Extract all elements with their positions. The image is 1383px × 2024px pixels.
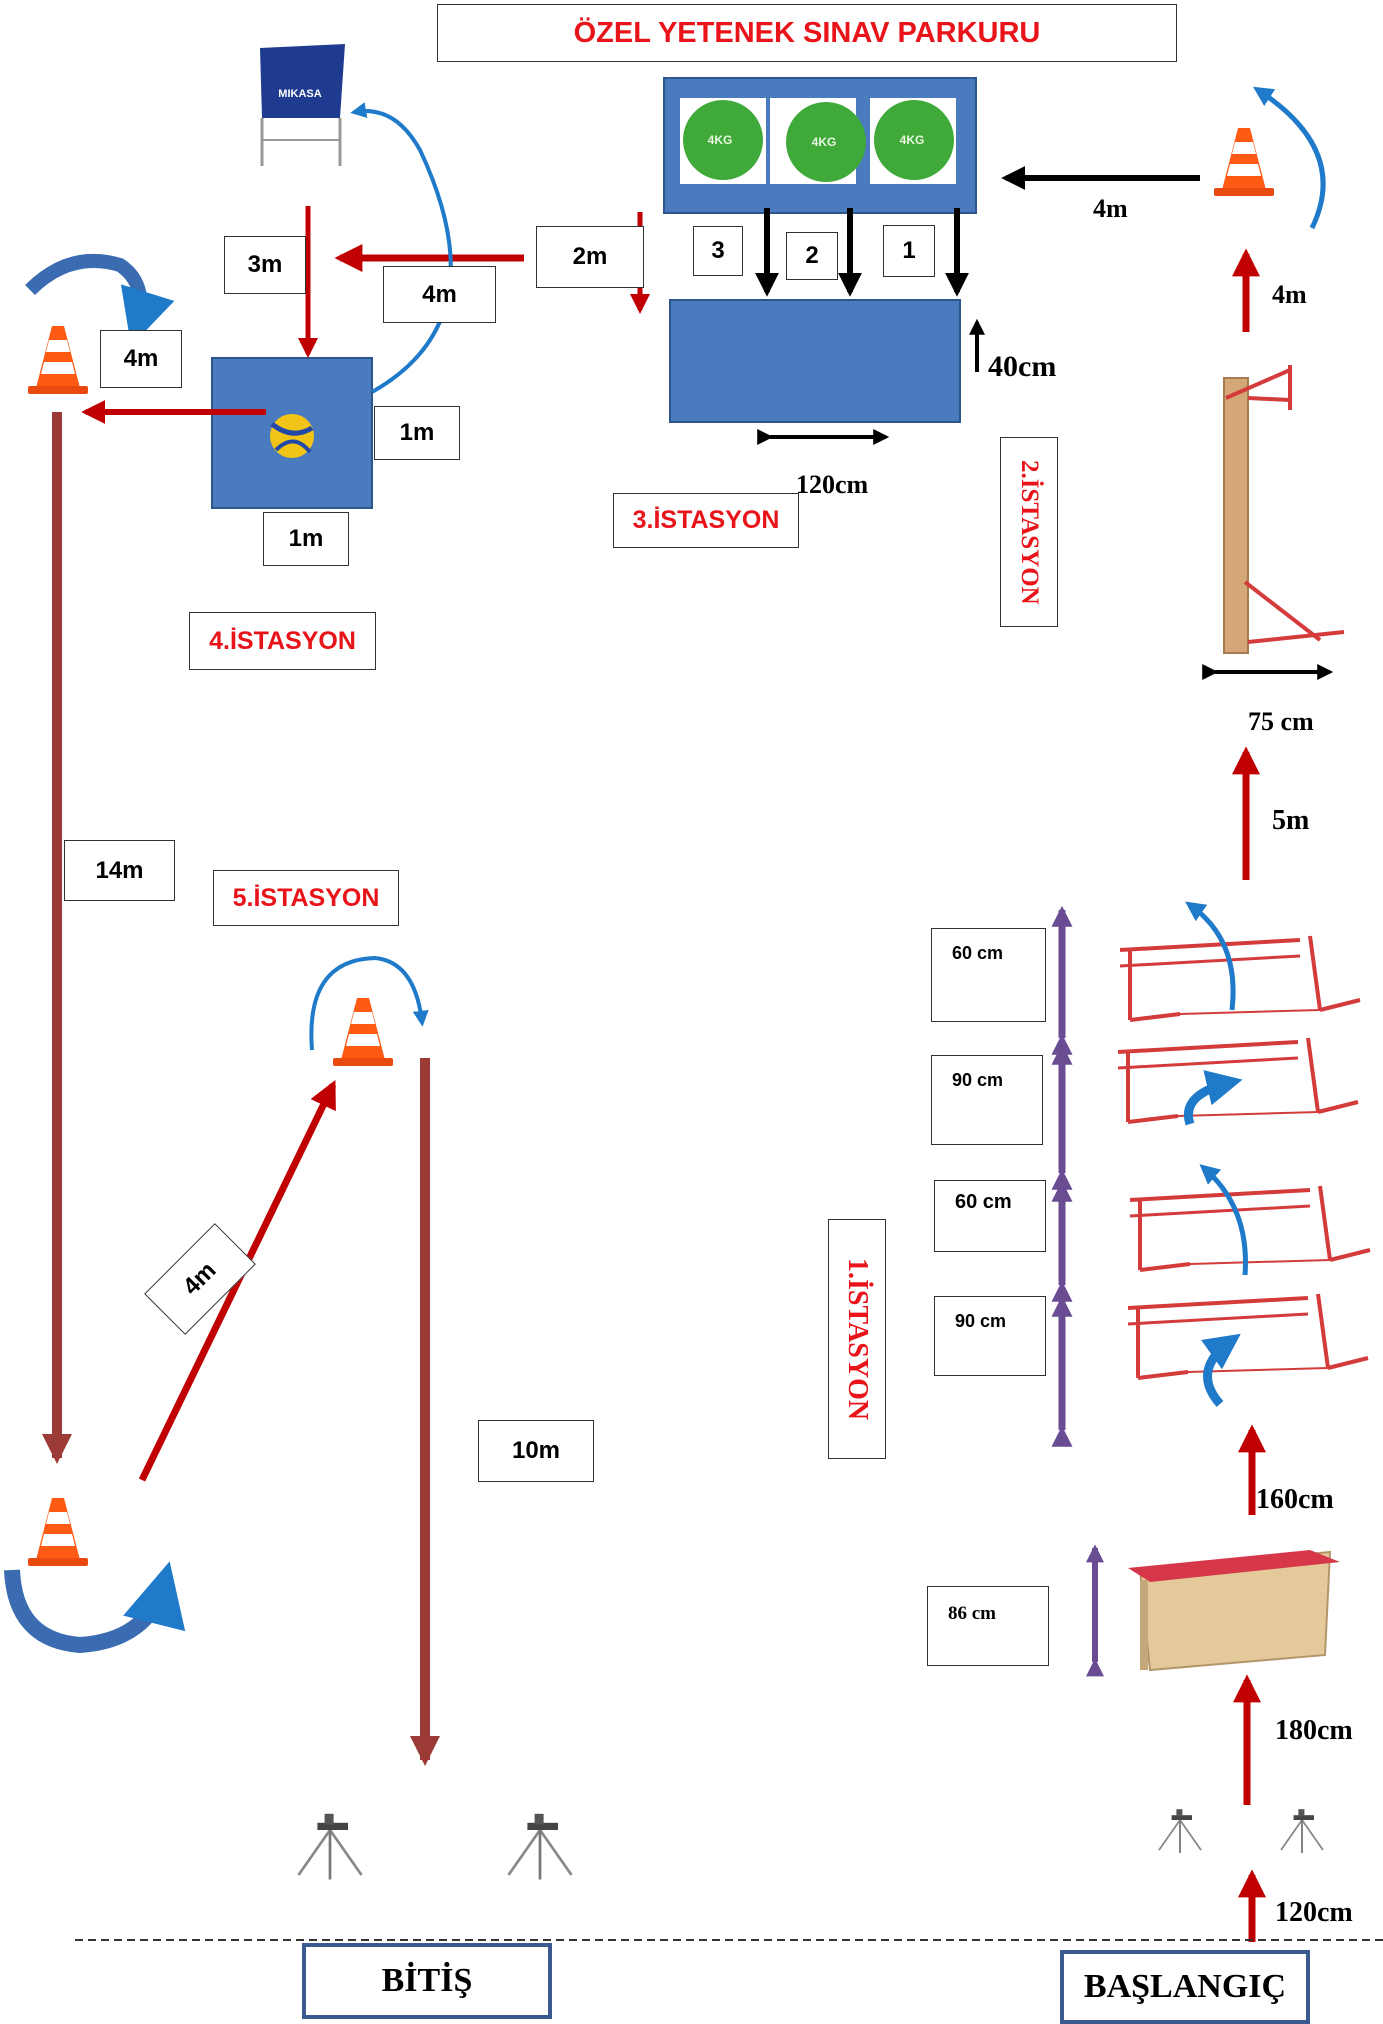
ball-weight-label: 4KG bbox=[812, 135, 837, 149]
box-height-86cm: 86 cm bbox=[927, 1586, 1049, 1666]
hurdle-height-90cm-2: 90 cm bbox=[934, 1296, 1046, 1376]
hurdle-height-60cm-2: 60 cm bbox=[934, 1180, 1046, 1252]
finish-label: BİTİŞ bbox=[302, 1943, 552, 2019]
station-3-label: 3.İSTASYON bbox=[613, 493, 799, 548]
distance-3m: 3m bbox=[224, 236, 306, 294]
throw-order-1: 1 bbox=[883, 225, 935, 277]
hurdle-height-60cm: 60 cm bbox=[931, 928, 1046, 1022]
station-1-label: 1.İSTASYON bbox=[828, 1219, 886, 1459]
hurdle-height-90cm: 90 cm bbox=[931, 1055, 1043, 1145]
station-4-label: 4.İSTASYON bbox=[189, 612, 376, 670]
distance-180cm: 180cm bbox=[1275, 1715, 1353, 1746]
ball-cart bbox=[260, 44, 345, 118]
throw-order-2: 2 bbox=[786, 232, 838, 280]
distance-5m: 5m bbox=[1272, 805, 1310, 836]
medicine-ball bbox=[786, 102, 866, 182]
distance-2m: 2m bbox=[536, 226, 644, 288]
distance-4m-top: 4m bbox=[1093, 194, 1128, 223]
ball-weight-label: 4KG bbox=[900, 133, 925, 147]
station-2-label: 2.İSTASYON bbox=[1000, 437, 1058, 627]
distance-120cm-start: 120cm bbox=[1275, 1897, 1353, 1928]
climbing-bar-post bbox=[1223, 377, 1249, 654]
distance-4m-right: 4m bbox=[1272, 280, 1307, 309]
page-title: ÖZEL YETENEK SINAV PARKURU bbox=[437, 4, 1177, 62]
ball-weight-label: 4KG bbox=[708, 133, 733, 147]
distance-1m-right: 1m bbox=[374, 406, 460, 460]
distance-75cm: 75 cm bbox=[1248, 707, 1314, 736]
distance-40cm: 40cm bbox=[988, 350, 1057, 383]
distance-160cm: 160cm bbox=[1256, 1484, 1334, 1515]
throw-target-bench bbox=[669, 299, 961, 423]
distance-4m-left: 4m bbox=[100, 330, 182, 388]
medicine-ball bbox=[874, 100, 954, 180]
distance-10m: 10m bbox=[478, 1420, 594, 1482]
station-5-label: 5.İSTASYON bbox=[213, 870, 399, 926]
distance-4m-mid: 4m bbox=[383, 266, 496, 323]
distance-1m-bottom: 1m bbox=[263, 512, 349, 566]
distance-14m: 14m bbox=[64, 840, 175, 901]
medicine-ball bbox=[683, 100, 763, 180]
cart-brand: MIKASA bbox=[278, 88, 321, 100]
throw-order-3: 3 bbox=[693, 226, 743, 276]
start-label: BAŞLANGIÇ bbox=[1060, 1950, 1310, 2024]
distance-120cm-bench: 120cm bbox=[796, 470, 869, 499]
